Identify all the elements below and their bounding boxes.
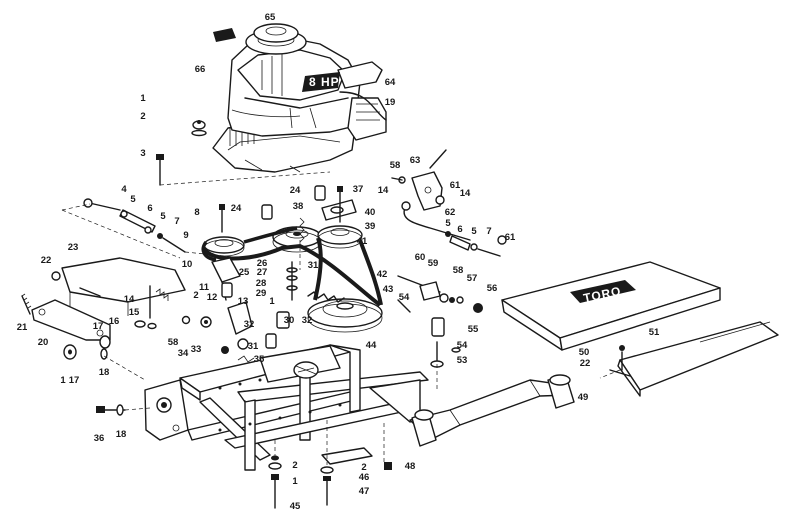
callout-26: 26: [257, 258, 268, 269]
callout-31: 31: [248, 341, 259, 352]
callout-33: 33: [191, 344, 202, 355]
callout-44: 44: [366, 340, 377, 351]
callout-12: 12: [207, 292, 218, 303]
callout-45: 45: [290, 501, 301, 512]
callout-14: 14: [378, 185, 389, 196]
callout-1: 1: [292, 476, 298, 487]
callout-4: 4: [121, 184, 127, 195]
callout-61: 61: [450, 180, 461, 191]
callout-55: 55: [468, 324, 479, 335]
callout-2: 2: [140, 111, 145, 122]
callout-31: 31: [308, 260, 319, 271]
callout-27: 27: [257, 267, 268, 278]
callout-25: 25: [239, 267, 250, 278]
callout-28: 28: [256, 278, 267, 289]
callout-59: 59: [428, 258, 439, 269]
callout-54: 54: [399, 292, 410, 303]
callout-6: 6: [147, 203, 152, 214]
callout-41: 41: [357, 236, 368, 247]
right-linkage-parts: [391, 149, 507, 368]
callout-13: 13: [238, 296, 249, 307]
callout-32: 32: [302, 315, 313, 326]
callout-5: 5: [445, 218, 451, 229]
callout-49: 49: [578, 392, 589, 403]
deck-cover: TORO: [501, 261, 779, 397]
callout-37: 37: [353, 184, 364, 195]
callout-17: 17: [69, 375, 80, 386]
callout-32: 32: [244, 319, 255, 330]
callout-56: 56: [487, 283, 498, 294]
callout-16: 16: [109, 316, 120, 327]
callout-53: 53: [457, 355, 468, 366]
callout-18: 18: [99, 367, 110, 378]
callout-66: 66: [195, 64, 206, 75]
callout-61: 61: [505, 232, 516, 243]
callout-11: 11: [199, 282, 210, 293]
callout-14: 14: [124, 294, 135, 305]
callout-5: 5: [471, 226, 477, 237]
callout-58: 58: [453, 265, 464, 276]
callout-42: 42: [377, 269, 388, 280]
callout-47: 47: [359, 486, 370, 497]
callout-6: 6: [457, 224, 462, 235]
callout-2: 2: [193, 290, 198, 301]
callout-50: 50: [579, 347, 590, 358]
callout-43: 43: [383, 284, 394, 295]
callout-22: 22: [580, 358, 591, 369]
callout-21: 21: [17, 322, 28, 333]
callout-62: 62: [445, 207, 456, 218]
callout-64: 64: [385, 77, 396, 88]
callout-3: 3: [140, 148, 145, 159]
callout-17: 17: [93, 321, 104, 332]
callout-5: 5: [160, 211, 166, 222]
callout-58: 58: [168, 337, 179, 348]
drive-pulleys-and-belts: [201, 185, 383, 333]
callout-14: 14: [460, 188, 471, 199]
hardware: [96, 120, 392, 509]
callout-10: 10: [182, 259, 193, 270]
callout-15: 15: [129, 307, 140, 318]
callout-8: 8: [194, 207, 199, 218]
engine-badge: 8 HP: [309, 75, 340, 89]
callout-5: 5: [130, 194, 136, 205]
callout-29: 29: [256, 288, 267, 299]
callout-19: 19: [385, 97, 396, 108]
callout-58: 58: [390, 160, 401, 171]
callout-7: 7: [174, 216, 179, 227]
callout-34: 34: [178, 348, 189, 359]
callout-54: 54: [457, 340, 468, 351]
callout-51: 51: [649, 327, 660, 338]
left-linkage-parts: [21, 198, 290, 363]
callout-46: 46: [359, 472, 370, 483]
callout-30: 30: [284, 315, 295, 326]
tractor-frame: [144, 344, 575, 471]
callout-40: 40: [365, 207, 376, 218]
callout-2: 2: [361, 462, 366, 473]
alignment-lines: [61, 171, 621, 465]
callout-23: 23: [68, 242, 79, 253]
callout-1: 1: [140, 93, 146, 104]
callout-36: 36: [94, 433, 105, 444]
callout-1: 1: [269, 296, 275, 307]
callout-63: 63: [410, 155, 421, 166]
callout-39: 39: [365, 221, 376, 232]
callout-35: 35: [254, 354, 265, 365]
callout-38: 38: [293, 201, 304, 212]
callout-57: 57: [467, 273, 478, 284]
callout-24: 24: [290, 185, 301, 196]
engine-assembly: 8 HP: [212, 23, 387, 173]
callout-9: 9: [183, 230, 188, 241]
callout-22: 22: [41, 255, 52, 266]
callout-7: 7: [486, 226, 491, 237]
callout-24: 24: [231, 203, 242, 214]
callout-65: 65: [265, 12, 276, 23]
callout-60: 60: [415, 252, 426, 263]
callout-1: 1: [60, 375, 66, 386]
callout-2: 2: [292, 460, 297, 471]
callout-18: 18: [116, 429, 127, 440]
callout-20: 20: [38, 337, 49, 348]
callout-48: 48: [405, 461, 416, 472]
